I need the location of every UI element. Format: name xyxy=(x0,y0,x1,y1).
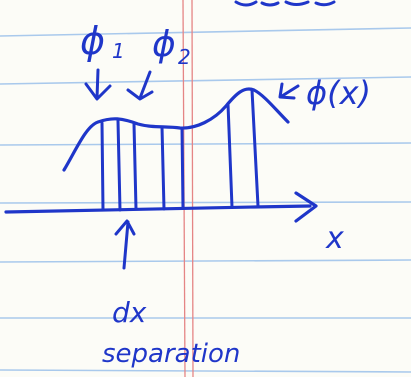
separation-label: separation xyxy=(102,339,240,369)
ruled-line xyxy=(0,142,411,146)
sample-line xyxy=(116,119,122,212)
field-curve xyxy=(62,87,290,172)
phi1-arrow-shaft xyxy=(95,68,100,100)
ruled-line xyxy=(0,201,411,204)
phi2-arrow-head xyxy=(126,88,154,101)
phi2-subscript: 2 xyxy=(178,45,191,69)
sample-line xyxy=(100,121,105,212)
label-arrows xyxy=(84,68,300,270)
sample-line xyxy=(250,88,260,208)
dx-label: dx xyxy=(112,296,147,329)
dx-arrow-head xyxy=(114,219,136,236)
phi1-subscript: 1 xyxy=(112,39,125,63)
ruled-line xyxy=(0,259,411,263)
ruled-line xyxy=(0,369,411,373)
margin-line xyxy=(191,0,194,377)
x-axis-arrowhead xyxy=(294,191,318,223)
sample-line xyxy=(226,102,234,209)
phi1-arrow-head xyxy=(84,82,112,101)
sample-line xyxy=(132,122,138,211)
phi2-arrow-shaft xyxy=(138,70,152,100)
x-axis-line xyxy=(4,204,312,214)
sample-line xyxy=(180,126,185,210)
x-axis xyxy=(4,191,318,223)
axis-label: x xyxy=(325,221,344,256)
phi2-symbol: ϕ xyxy=(152,24,176,65)
ruled-line xyxy=(0,27,411,37)
field-label: ϕ(x) xyxy=(306,74,371,112)
phi1-symbol: ϕ xyxy=(80,19,105,63)
dx-arrow-shaft xyxy=(122,220,130,270)
ruled-line xyxy=(0,76,411,85)
sample-line xyxy=(160,125,166,211)
cropped-handwriting xyxy=(234,0,336,7)
field-arrow-head xyxy=(278,82,296,100)
ruled-lines xyxy=(0,27,411,373)
field-arrow-shaft xyxy=(280,84,300,98)
sample-lines xyxy=(100,88,260,212)
